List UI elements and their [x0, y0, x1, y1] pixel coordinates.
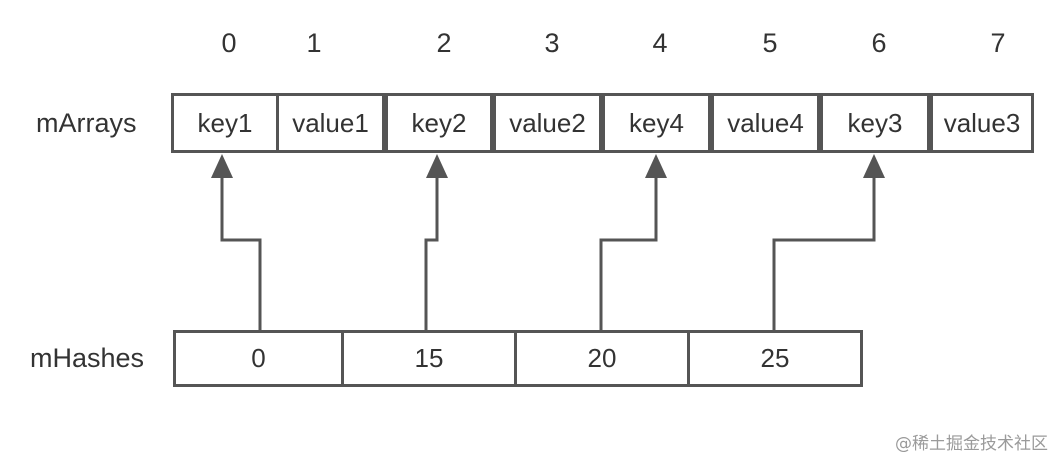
connector-hash-25-to-key3	[772, 175, 876, 330]
index-label-3: 3	[544, 28, 560, 58]
marrays-cell-1: value1	[276, 93, 385, 153]
index-label-1: 1	[306, 28, 322, 58]
index-label-2: 2	[436, 28, 452, 58]
arrowhead-key3	[863, 154, 885, 178]
index-label-4: 4	[652, 28, 668, 58]
mhashes-cell-0: 0	[173, 330, 344, 387]
arrowhead-key1	[211, 154, 233, 178]
connector-hash-0-to-key1	[220, 175, 262, 330]
marrays-cell-0: key1	[171, 93, 279, 153]
marrays-cell-3: value2	[493, 93, 602, 153]
mhashes-label: mHashes	[30, 343, 145, 373]
index-label-7: 7	[990, 28, 1006, 58]
connector-hash-15-to-key2	[424, 175, 439, 330]
mhashes-cell-3: 25	[687, 330, 863, 387]
index-label-5: 5	[762, 28, 778, 58]
marrays-cell-5: value4	[711, 93, 820, 153]
arrowhead-key4	[645, 154, 667, 178]
index-label-6: 6	[871, 28, 887, 58]
connector-hash-20-to-key4	[599, 175, 658, 330]
arrowhead-key2	[426, 154, 448, 178]
marrays-label: mArrays	[36, 108, 137, 138]
mhashes-cell-1: 15	[341, 330, 517, 387]
marrays-cell-2: key2	[385, 93, 493, 153]
marrays-cell-7: value3	[930, 93, 1034, 153]
mhashes-cell-2: 20	[514, 330, 690, 387]
marrays-cell-6: key3	[820, 93, 930, 153]
marrays-cell-4: key4	[602, 93, 711, 153]
watermark: @稀土掘金技术社区	[895, 434, 1048, 454]
index-label-0: 0	[221, 28, 237, 58]
